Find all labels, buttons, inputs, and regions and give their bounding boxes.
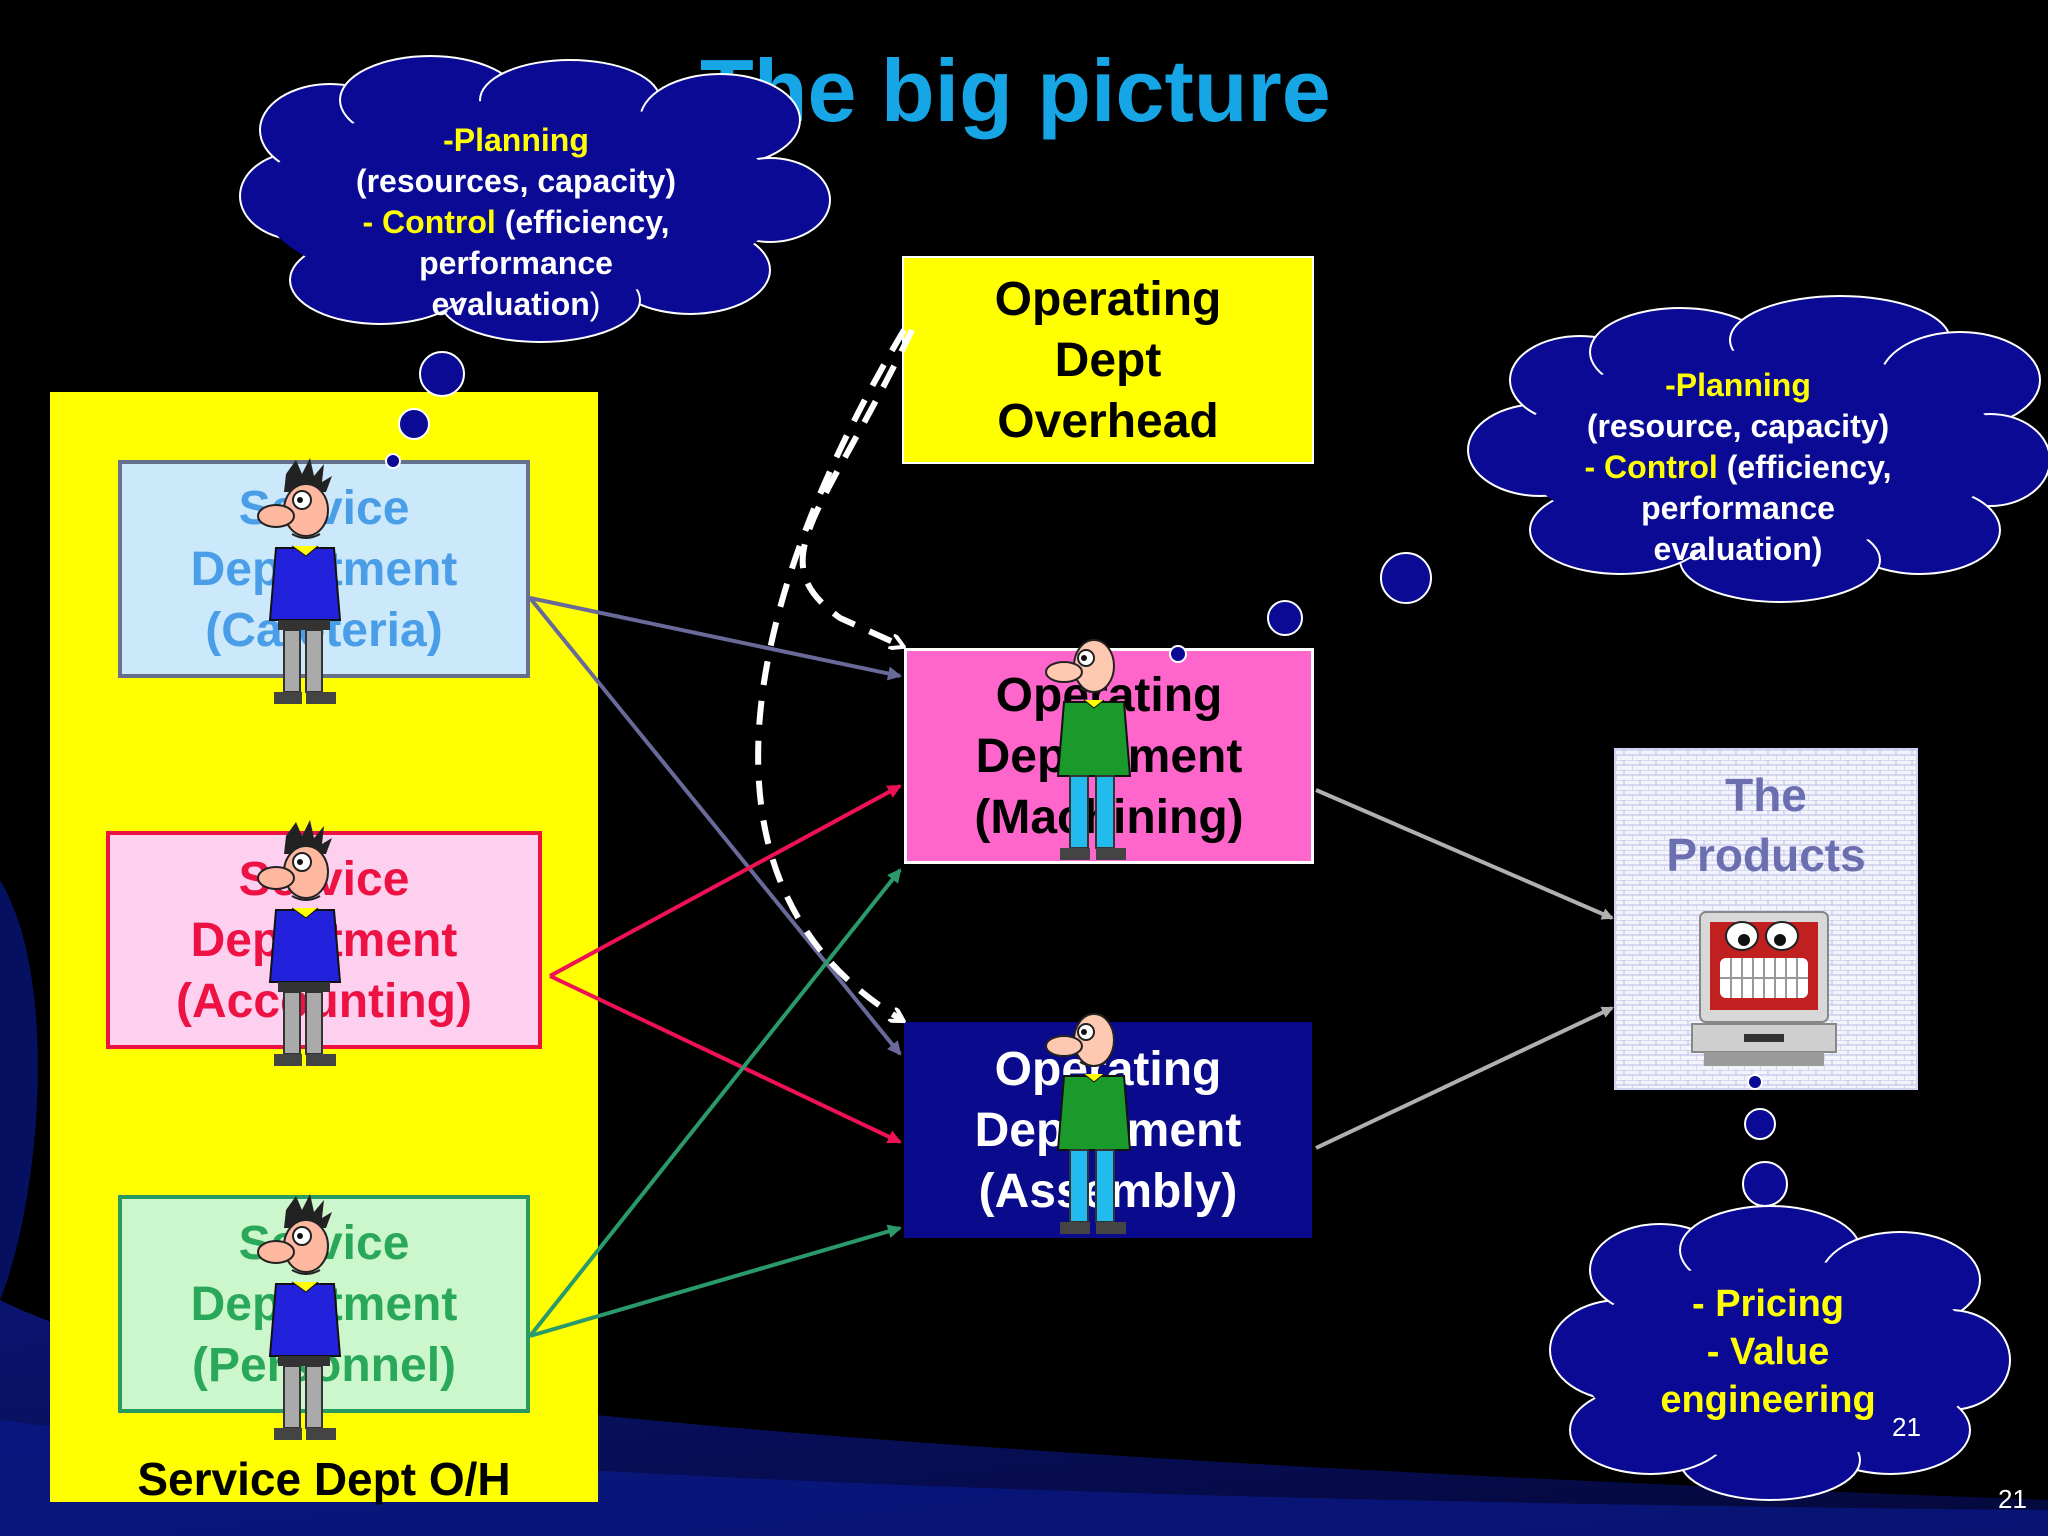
- cloud-right-performance: performance: [1641, 490, 1835, 526]
- service-overhead-label: Service Dept O/H: [137, 1453, 511, 1505]
- worker-figure-assembly: [1045, 1013, 1131, 1235]
- overhead-line3: Overhead: [997, 394, 1219, 448]
- arrow-accounting-to-assembly: [549, 974, 902, 1144]
- arrow-cafeteria-to-machining: [529, 596, 902, 681]
- cloud-right-bubbles: [1169, 552, 1432, 663]
- cloud-right-control: - Control: [1584, 449, 1718, 485]
- cloud-right-resource: (resource, capacity): [1586, 408, 1890, 444]
- worker-figure-machining: [1045, 639, 1131, 861]
- cloud-bottom-value: - Value: [1706, 1331, 1830, 1373]
- cloud-left-paren: ): [589, 286, 601, 322]
- cloud-left-bubbles: [385, 351, 465, 469]
- cloud-left-efficiency: (efficiency,: [495, 204, 670, 240]
- cloud-left: [239, 55, 831, 343]
- cloud-page-number: 21: [1892, 1412, 1921, 1442]
- cloud-right-text: -Planning (resource, capacity) - Control…: [1550, 365, 1926, 570]
- worker-figure-cafeteria: [257, 457, 341, 705]
- arrow-personnel-to-assembly: [529, 1224, 902, 1338]
- cloud-right: [1467, 295, 2048, 603]
- cloud-left-evaluation-line: evaluation): [318, 284, 714, 325]
- cloud-left-control: - Control: [362, 204, 496, 240]
- worker-figure-accounting: [257, 819, 341, 1067]
- cloud-right-evaluation: evaluation): [1653, 531, 1823, 567]
- arrow-personnel-to-machining: [528, 868, 902, 1338]
- cloud-right-planning: -Planning: [1665, 367, 1811, 403]
- page-number: 21: [1998, 1484, 2027, 1514]
- overhead-line2: Dept: [1054, 333, 1162, 387]
- dashed-arrow-overhead-to-machining: [799, 328, 915, 646]
- worker-figure-personnel: [257, 1193, 341, 1441]
- grinning-computer-icon: [1691, 911, 1837, 1066]
- arrow-cafeteria-to-assembly: [528, 596, 902, 1056]
- products-line1: The: [1725, 769, 1807, 821]
- overhead-line1: Operating: [994, 272, 1222, 326]
- operating-dept-overhead-box: Operating Dept Overhead: [902, 256, 1314, 464]
- cloud-left-text: -Planning (resources, capacity) - Contro…: [318, 120, 714, 325]
- cloud-bottom: [1549, 1205, 2011, 1501]
- cloud-left-planning: -Planning: [443, 122, 589, 158]
- products-title: The Products: [1616, 764, 1916, 886]
- products-box: The Products: [1614, 748, 1918, 1090]
- cloud-left-control-line: - Control (efficiency,: [318, 202, 714, 243]
- products-line2: Products: [1666, 829, 1866, 881]
- arrow-machining-to-products: [1315, 788, 1614, 920]
- arrow-accounting-to-machining: [549, 784, 902, 978]
- cloud-bottom-text: - Pricing - Value engineering: [1606, 1280, 1930, 1424]
- cloud-right-efficiency: (efficiency,: [1717, 449, 1892, 485]
- cloud-left-evaluation: evaluation: [431, 286, 590, 322]
- slide-title: The big picture: [700, 41, 1331, 140]
- cloud-left-performance: performance: [419, 245, 613, 281]
- cloud-bottom-bubbles: [1742, 1074, 1788, 1207]
- dashed-arrow-overhead-to-assembly: [755, 328, 904, 1020]
- arrow-assembly-to-products: [1315, 1006, 1614, 1150]
- cloud-bottom-pricing: - Pricing: [1691, 1283, 1845, 1325]
- cloud-bottom-engineering: engineering: [1660, 1379, 1876, 1421]
- cloud-left-resources: (resources, capacity): [355, 163, 677, 199]
- cloud-right-control-line: - Control (efficiency,: [1550, 447, 1926, 488]
